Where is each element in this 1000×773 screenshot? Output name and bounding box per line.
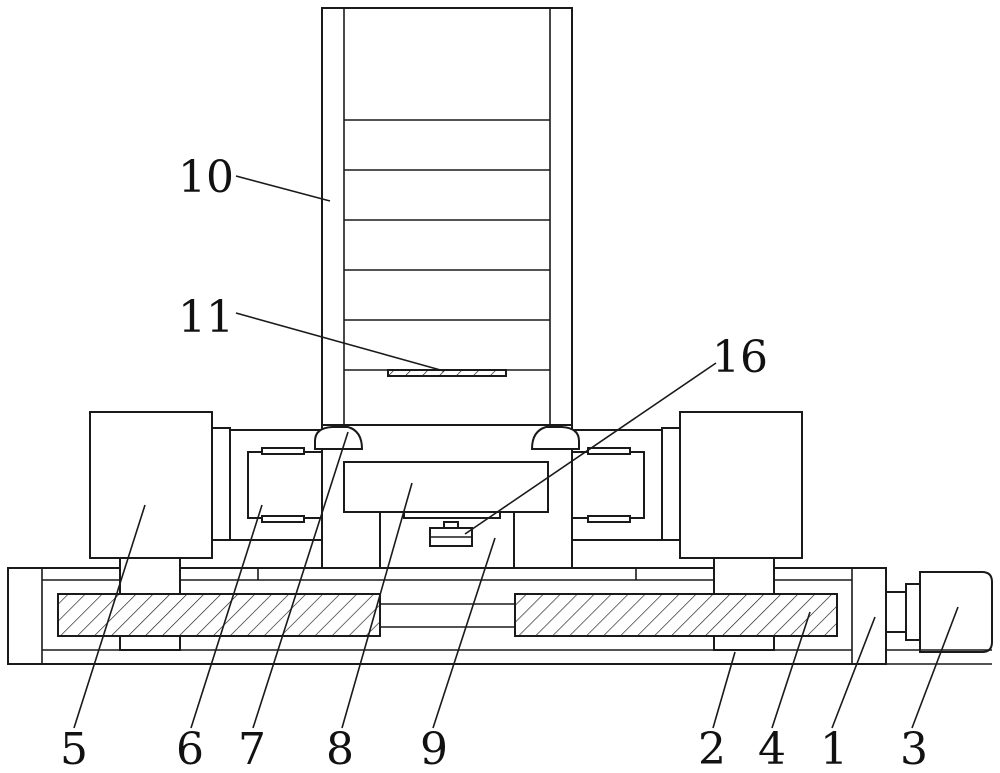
slider-nut-left [120,636,180,650]
lead-screw-right [515,594,837,636]
callout-1: 1 [820,724,848,773]
callout-16: 16 [712,332,768,383]
shelf-plate [388,370,506,376]
callout-3: 3 [900,724,928,773]
support-block [344,462,548,512]
leader-10 [236,176,330,201]
callout-9: 9 [420,724,448,773]
drive-motor [886,572,992,664]
callout-11: 11 [178,292,234,343]
callout-8: 8 [326,724,354,773]
callout-5: 5 [60,724,88,773]
right-motor-housing [662,412,802,594]
slider-nut-right [714,636,774,650]
callout-6: 6 [176,724,204,773]
callout-4: 4 [758,724,786,773]
callout-7: 7 [238,724,266,773]
left-motor-housing [90,412,230,594]
storage-tower [322,8,572,425]
callout-2: 2 [698,724,726,773]
lead-screw-left [58,594,380,636]
callout-10: 10 [178,152,234,203]
